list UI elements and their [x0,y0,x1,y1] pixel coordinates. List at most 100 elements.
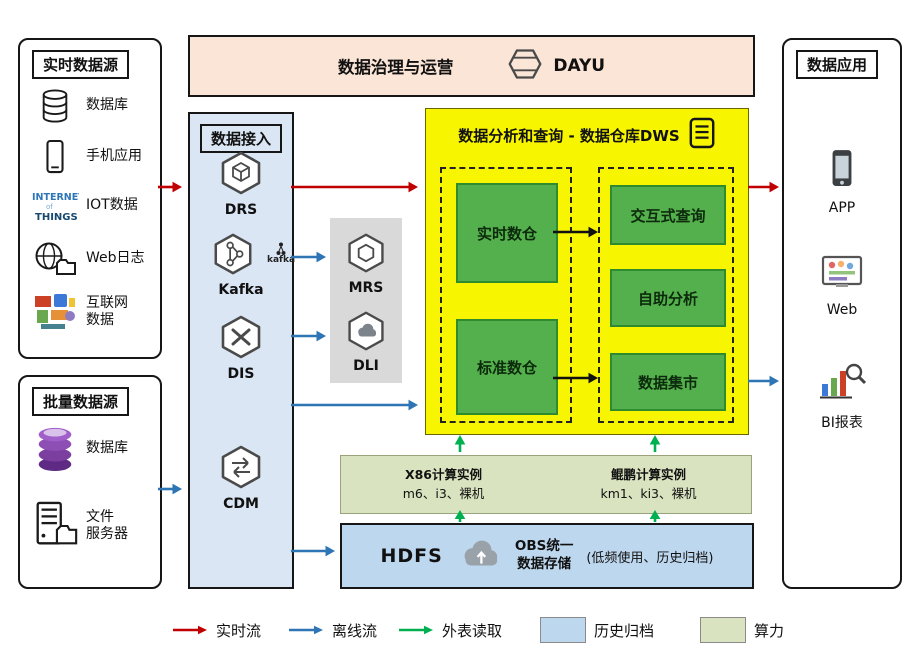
dws-panel: 数据分析和查询 - 数据仓库DWS 实时数仓 标准数仓 交互式查询 自助分析 数… [425,108,749,435]
applications-panel: 数据应用 APP Web BI报表 [782,38,902,589]
internet-collage-icon [30,292,80,332]
database-icon [30,88,80,124]
svg-text:INTERNET: INTERNET [32,192,79,203]
arrow-dws-to-applications-top [748,181,780,193]
source-label: 文件 服务器 [86,508,128,543]
list-item: 手机应用 [30,138,156,176]
mart-label: 交互式查询 [630,206,706,225]
warehouse-label: 实时数仓 [476,224,537,243]
arrow-compute-to-dws-right [649,434,661,452]
iot-wordcloud-icon: INTERNETofTHINGS [30,188,80,224]
governance-title: 数据治理与运营 [337,58,454,77]
kafka-hexagon-icon: kafka [214,232,295,280]
database-stack-icon [30,423,80,475]
dws-panel-title: 数据分析和查询 - 数据仓库DWS [458,126,680,145]
service-name: DIS [227,366,255,382]
app-phone-icon [825,148,859,194]
source-label: 互联网 数据 [86,294,128,329]
list-item: APP [784,148,900,216]
service-dli: DLI [330,310,402,374]
list-item: 数据库 [30,423,156,475]
source-label: 数据库 [86,440,128,457]
warehouse-label: 标准数仓 [476,358,537,377]
x86-title: X86计算实例 [404,466,483,482]
web-screen-icon [820,252,864,296]
mobile-icon [30,138,80,176]
source-label: Web日志 [86,250,145,267]
file-server-icon [30,501,80,551]
arrow-compute-to-dws-left [454,434,466,452]
bi-report-icon [818,358,867,406]
batch-sources-panel: 批量数据源 数据库 文件 服务器 [18,375,162,589]
service-cdm: CDM [190,444,292,512]
globe-folder-icon [30,240,80,278]
legend-label: 离线流 [332,621,378,640]
offline-arrow-icon [289,625,323,635]
legend-compute: 算力 [700,617,784,643]
realtime-warehouse-box: 实时数仓 [456,183,558,283]
svg-text:of: of [46,203,53,211]
dayu-logo-text: DAYU [553,56,606,76]
compute-panel: X86计算实例 m6、i3、裸机 鲲鹏计算实例 km1、ki3、裸机 [340,455,752,514]
mart-label: 自助分析 [637,289,698,308]
hdfs-label: HDFS [380,545,443,567]
dws-appliance-icon [688,117,716,153]
warehouse-group: 实时数仓 标准数仓 [440,167,572,423]
governance-banner: 数据治理与运营 DAYU [188,35,755,97]
service-name: DRS [224,202,258,218]
list-item: 数据库 [30,88,156,124]
service-name: Kafka [218,282,264,298]
mart-label: 数据集市 [637,373,698,392]
storage-panel: HDFS OBS统一 数据存储 (低频使用、历史归档) [340,523,754,589]
service-dis: DIS [190,314,292,382]
interactive-query-box: 交互式查询 [610,185,726,245]
storage-note: (低频使用、历史归档) [586,550,714,566]
realtime-sources-title: 实时数据源 [32,50,130,79]
kunpeng-models: km1、ki3、裸机 [600,485,697,501]
dli-hexagon-icon [345,310,387,356]
legend-label: 历史归档 [594,621,655,640]
obs-storage-label: OBS统一 数据存储 [514,538,574,572]
applications-title: 数据应用 [796,50,879,79]
standard-warehouse-box: 标准数仓 [456,319,558,415]
arrow-ingestion-to-dws-lower [291,399,419,411]
service-name: DLI [353,358,379,374]
list-item: Web [784,252,900,318]
processing-panel: MRS DLI [330,218,402,383]
service-name: MRS [348,280,384,296]
legend-label: 算力 [754,621,785,640]
ingestion-panel: 数据接入 DRS kafka Kafka DIS [188,112,295,589]
x86-models: m6、i3、裸机 [402,485,485,501]
mrs-hexagon-icon [345,232,387,278]
data-mart-box: 数据集市 [610,353,726,411]
application-label: APP [828,200,856,216]
dayu-icon [505,46,545,87]
list-item: 文件 服务器 [30,501,156,551]
list-item: Web日志 [30,240,156,278]
kunpeng-title: 鲲鹏计算实例 [610,466,686,482]
arrow-ingestion-to-dws [291,181,419,193]
x86-compute-block: X86计算实例 m6、i3、裸机 [341,456,546,513]
arrow-kafka-to-mrs [291,251,327,263]
source-label: 数据库 [86,97,128,114]
svg-text:THINGS: THINGS [35,212,78,223]
legend-external: 外表读取 [398,617,502,643]
arrow-dws-to-applications-bottom [748,375,780,387]
list-item: INTERNETofTHINGS IOT数据 [30,188,156,224]
service-name: CDM [223,496,259,512]
batch-sources-title: 批量数据源 [32,387,130,416]
application-label: BI报表 [821,415,863,431]
application-label: Web [826,302,858,318]
dws-title-row: 数据分析和查询 - 数据仓库DWS [426,117,748,153]
arrow-dis-to-dli [291,330,327,342]
service-drs: DRS [190,150,292,218]
source-label: 手机应用 [86,148,142,165]
realtime-sources-panel: 实时数据源 数据库 手机应用 INTERNETofTHINGS IOT数据 We… [18,38,162,359]
drs-hexagon-icon [218,150,264,200]
legend-label: 实时流 [216,621,262,640]
list-item: 互联网 数据 [30,292,156,332]
arrow-cdm-to-hdfs [291,545,336,557]
external-read-arrow-icon [399,625,433,635]
legend-label: 外表读取 [442,621,503,640]
legend-archive: 历史归档 [540,617,654,643]
